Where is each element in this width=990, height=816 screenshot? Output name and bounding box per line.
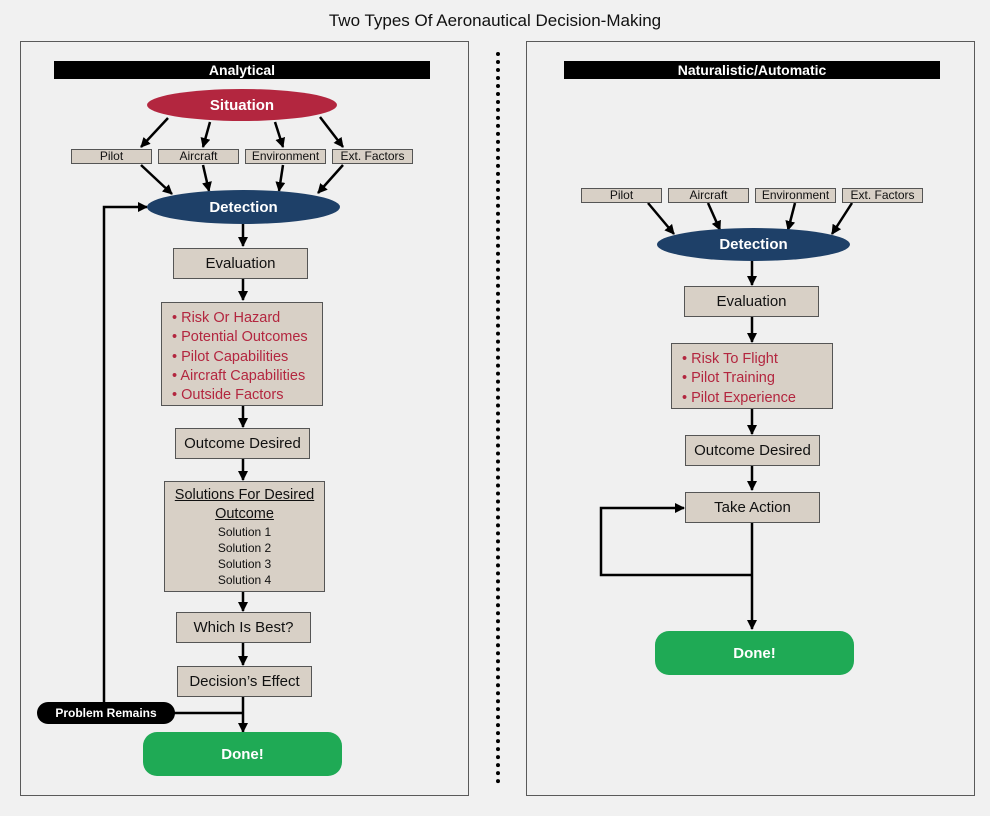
considerations-list: Risk Or Hazard Potential Outcomes Pilot …	[161, 302, 323, 406]
diagram-title: Two Types Of Aeronautical Decision-Makin…	[328, 11, 662, 30]
considerations-list: Risk To Flight Pilot Training Pilot Expe…	[671, 343, 833, 409]
outcome-desired-box: Outcome Desired	[175, 428, 310, 459]
consideration-item: Pilot Experience	[682, 389, 832, 408]
consideration-item: Risk Or Hazard	[172, 309, 322, 328]
factor-pilot: Pilot	[71, 149, 152, 164]
solutions-heading: Solutions For Desired Outcome	[165, 486, 324, 524]
naturalistic-header: Naturalistic/Automatic	[564, 61, 940, 79]
factor-pilot: Pilot	[581, 188, 662, 203]
consideration-item: Risk To Flight	[682, 350, 832, 369]
take-action-box: Take Action	[685, 492, 820, 523]
solutions-box: Solutions For Desired Outcome Solution 1…	[164, 481, 325, 592]
naturalistic-done-node: Done!	[655, 631, 854, 675]
solutions-heading-line2: Outcome	[215, 506, 274, 522]
solution-item: Solution 4	[217, 573, 272, 587]
factor-ext-factors: Ext. Factors	[842, 188, 923, 203]
evaluation-box: Evaluation	[684, 286, 819, 317]
analytical-done-node: Done!	[143, 732, 342, 776]
outcome-desired-box: Outcome Desired	[685, 435, 820, 466]
consideration-item: Pilot Training	[682, 369, 832, 388]
consideration-item: Potential Outcomes	[172, 328, 322, 347]
which-is-best-box: Which Is Best?	[176, 612, 311, 643]
consideration-item: Outside Factors	[172, 386, 322, 405]
factor-environment: Environment	[755, 188, 836, 203]
solution-item: Solution 3	[217, 557, 272, 571]
factor-aircraft: Aircraft	[158, 149, 239, 164]
detection-node: Detection	[657, 228, 850, 261]
factor-ext-factors: Ext. Factors	[332, 149, 413, 164]
analytical-header: Analytical	[54, 61, 430, 79]
problem-remains-label: Problem Remains	[37, 702, 175, 724]
factor-aircraft: Aircraft	[668, 188, 749, 203]
decisions-effect-box: Decision’s Effect	[177, 666, 312, 697]
detection-node: Detection	[147, 190, 340, 224]
solution-item: Solution 1	[217, 525, 272, 539]
factor-environment: Environment	[245, 149, 326, 164]
solutions-heading-line1: Solutions For Desired	[174, 487, 315, 503]
consideration-item: Aircraft Capabilities	[172, 367, 322, 386]
solution-item: Solution 2	[217, 541, 272, 555]
panel-divider	[496, 52, 500, 784]
evaluation-box: Evaluation	[173, 248, 308, 279]
situation-node: Situation	[147, 89, 337, 121]
consideration-item: Pilot Capabilities	[172, 348, 322, 367]
